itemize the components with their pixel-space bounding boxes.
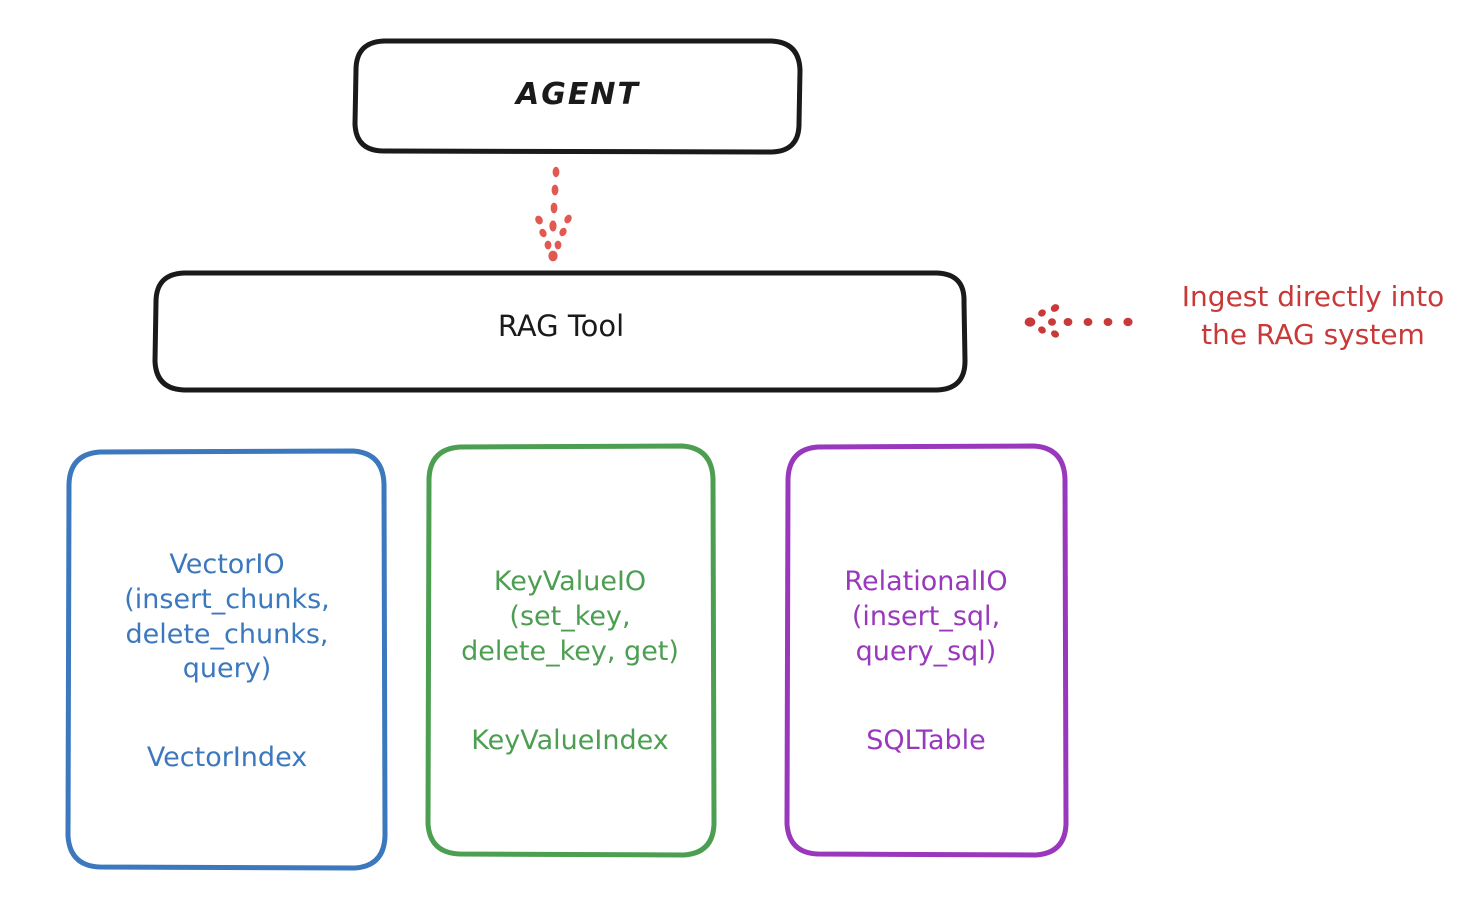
ingest-connector xyxy=(1024,304,1133,338)
ingest-annotation-text: Ingest directly into the RAG system xyxy=(1181,280,1445,351)
vector-io-node-shape[interactable] xyxy=(65,448,388,871)
relational-io-node-shape[interactable] xyxy=(784,443,1069,858)
rag-tool-node-shape[interactable] xyxy=(152,270,968,393)
agent-node-shape[interactable] xyxy=(352,38,803,155)
agent-to-rag-connector xyxy=(535,166,572,262)
key-value-io-node-shape[interactable] xyxy=(425,443,717,858)
